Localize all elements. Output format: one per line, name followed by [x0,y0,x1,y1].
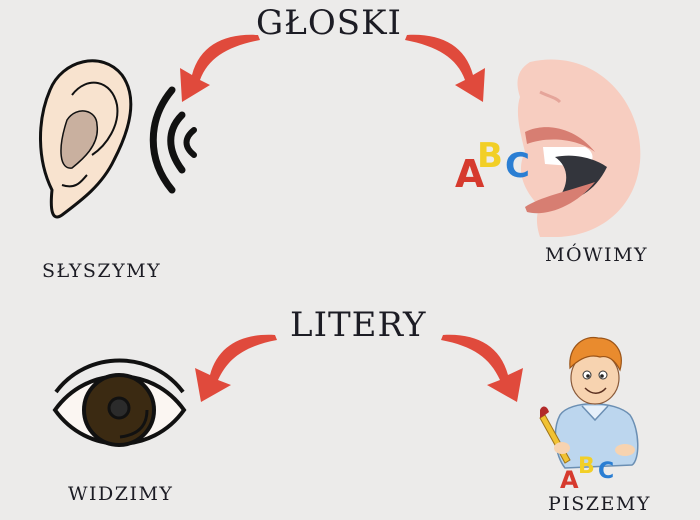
arrow-right-icon [405,34,485,102]
label-mowimy: MÓWIMY [545,244,649,266]
svg-text:C: C [505,146,530,186]
arrow-left-icon [195,334,277,402]
svg-text:B: B [477,136,503,176]
arrow-right-icon [441,334,523,402]
svg-text:A: A [455,152,485,196]
svg-text:B: B [578,454,595,479]
svg-text:A: A [560,466,579,494]
label-widzimy: WIDZIMY [68,483,174,505]
title-gloski: GŁOSKI [256,3,402,43]
eye-icon [52,358,187,447]
speaking-mouth-icon: A B C [455,59,641,237]
label-slyszymy: SŁYSZYMY [42,260,162,282]
arrow-left-icon [180,34,260,102]
ear-icon [39,59,197,219]
writing-boy-icon: A B C [539,336,639,494]
label-piszemy: PISZEMY [548,493,651,515]
title-litery: LITERY [290,305,427,345]
svg-text:C: C [598,459,614,484]
